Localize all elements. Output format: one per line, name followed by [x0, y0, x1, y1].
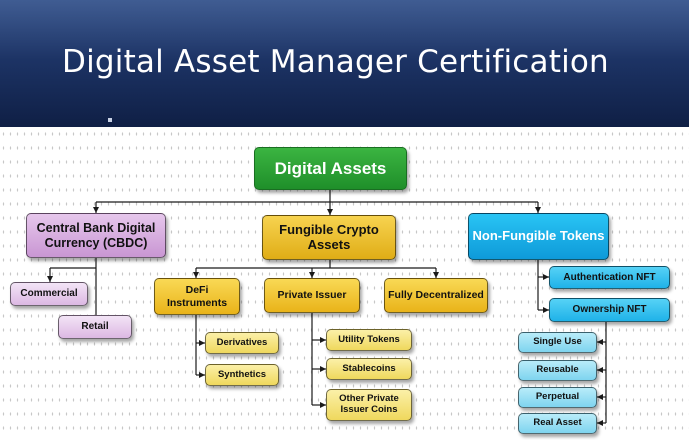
node-real-asset: Real Asset	[518, 413, 597, 434]
node-reusable: Reusable	[518, 360, 597, 381]
node-fungible-crypto-assets: Fungible Crypto Assets	[262, 215, 396, 260]
node-commercial: Commercial	[10, 282, 88, 306]
node-derivatives: Derivatives	[205, 332, 279, 354]
node-utility-tokens: Utility Tokens	[326, 329, 412, 351]
node-defi-instruments: DeFi Instruments	[154, 278, 240, 315]
node-synthetics: Synthetics	[205, 364, 279, 386]
node-private-issuer: Private Issuer	[264, 278, 360, 313]
node-ownership-nft: Ownership NFT	[549, 298, 670, 322]
node-digital-assets: Digital Assets	[254, 147, 407, 190]
title-banner: Digital Asset Manager Certification	[0, 0, 689, 127]
node-cbdc: Central Bank Digital Currency (CBDC)	[26, 213, 166, 258]
node-other-private-issuer-coins: Other Private Issuer Coins	[326, 389, 412, 421]
banner-mark	[108, 118, 112, 122]
node-single-use: Single Use	[518, 332, 597, 353]
node-fully-decentralized: Fully Decentralized	[384, 278, 488, 313]
node-authentication-nft: Authentication NFT	[549, 266, 670, 289]
node-stablecoins: Stablecoins	[326, 358, 412, 380]
node-perpetual: Perpetual	[518, 387, 597, 408]
node-retail: Retail	[58, 315, 132, 339]
node-non-fungible-tokens: Non-Fungible Tokens	[468, 213, 609, 260]
